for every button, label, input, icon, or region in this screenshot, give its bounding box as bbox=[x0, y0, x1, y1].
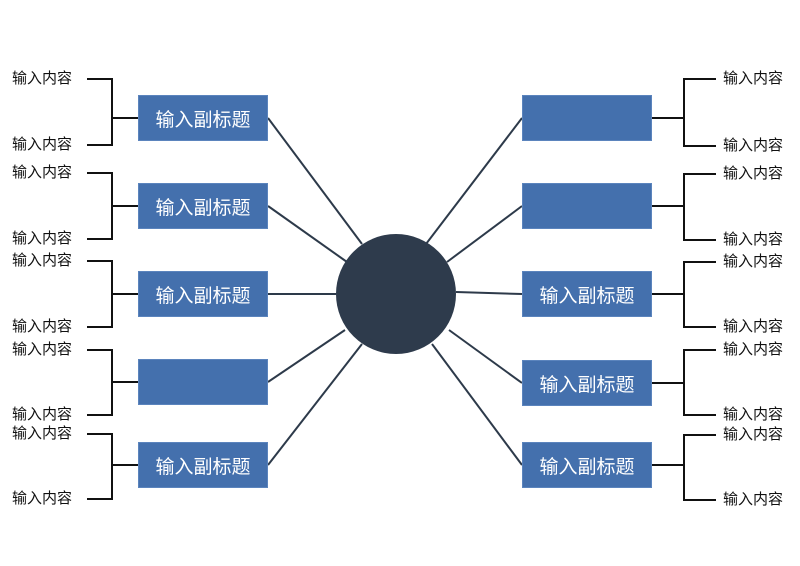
content-label[interactable]: 输入内容 bbox=[12, 163, 73, 181]
content-label[interactable]: 输入内容 bbox=[12, 251, 73, 269]
spoke-line bbox=[425, 117, 523, 245]
content-label[interactable]: 输入内容 bbox=[723, 69, 784, 87]
subtitle-text: 输入副标题 bbox=[539, 455, 635, 478]
content-label[interactable]: 输入内容 bbox=[12, 135, 73, 153]
spoke-line bbox=[267, 343, 363, 466]
right-subtitle-box[interactable]: 输入副标题 bbox=[522, 442, 652, 488]
spoke-line bbox=[455, 291, 523, 295]
subtitle-text: 输入副标题 bbox=[155, 196, 251, 219]
left-subtitle-box[interactable]: 输入副标题 bbox=[138, 442, 268, 488]
content-label[interactable]: 输入内容 bbox=[723, 252, 784, 270]
content-label[interactable]: 输入内容 bbox=[723, 490, 784, 508]
content-label[interactable]: 输入内容 bbox=[12, 424, 73, 442]
left-subtitle-box[interactable]: 输入副标题 bbox=[138, 95, 268, 141]
content-label[interactable]: 输入内容 bbox=[723, 317, 784, 335]
right-subtitle-box[interactable]: 输入副标题 bbox=[522, 360, 652, 406]
subtitle-text: 输入副标题 bbox=[155, 284, 251, 307]
content-label[interactable]: 输入内容 bbox=[12, 340, 73, 358]
spoke-line bbox=[448, 329, 523, 384]
content-label[interactable]: 输入内容 bbox=[12, 489, 73, 507]
content-label[interactable]: 输入内容 bbox=[723, 405, 784, 423]
right-subtitle-box[interactable] bbox=[522, 183, 652, 229]
spoke-line bbox=[267, 329, 346, 383]
content-label[interactable]: 输入内容 bbox=[12, 405, 73, 423]
right-subtitle-box[interactable] bbox=[522, 95, 652, 141]
right-subtitle-box[interactable]: 输入副标题 bbox=[522, 271, 652, 317]
subtitle-text: 输入副标题 bbox=[155, 108, 251, 131]
content-label[interactable]: 输入内容 bbox=[12, 229, 73, 247]
spoke-line bbox=[446, 205, 523, 263]
content-label[interactable]: 输入内容 bbox=[12, 317, 73, 335]
spoke-line bbox=[267, 117, 363, 245]
spoke-line bbox=[267, 205, 348, 263]
content-label[interactable]: 输入内容 bbox=[723, 425, 784, 443]
content-label[interactable]: 输入内容 bbox=[723, 340, 784, 358]
left-subtitle-box[interactable]: 输入副标题 bbox=[138, 271, 268, 317]
left-subtitle-box[interactable] bbox=[138, 359, 268, 405]
center-hub bbox=[336, 234, 456, 354]
content-label[interactable]: 输入内容 bbox=[723, 164, 784, 182]
content-label[interactable]: 输入内容 bbox=[723, 136, 784, 154]
content-label[interactable]: 输入内容 bbox=[723, 230, 784, 248]
subtitle-text: 输入副标题 bbox=[539, 284, 635, 307]
subtitle-text: 输入副标题 bbox=[539, 373, 635, 396]
spoke-line bbox=[431, 343, 523, 466]
left-subtitle-box[interactable]: 输入副标题 bbox=[138, 183, 268, 229]
content-label[interactable]: 输入内容 bbox=[12, 69, 73, 87]
subtitle-text: 输入副标题 bbox=[155, 455, 251, 478]
